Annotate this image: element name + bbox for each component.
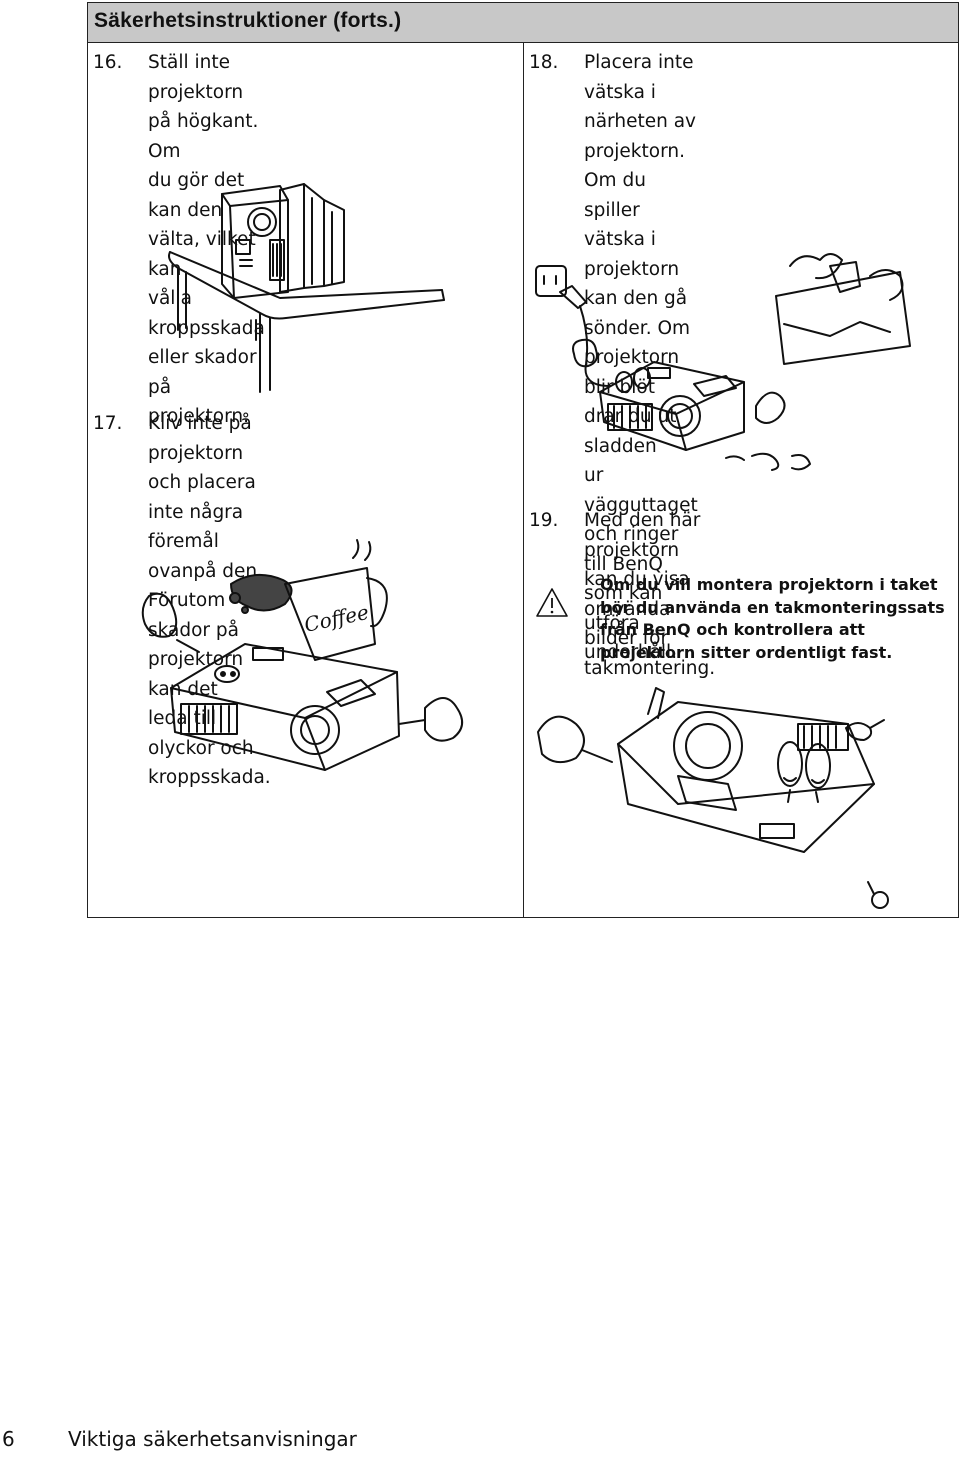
section-header: Säkerhetsinstruktioner (forts.) xyxy=(88,3,958,43)
safety-instructions-box: Säkerhetsinstruktioner (forts.) xyxy=(87,2,959,918)
ceiling-mounted-projector-illustration xyxy=(537,687,889,909)
item-number: 19. xyxy=(529,510,559,531)
coffee-label: Coffee xyxy=(302,600,371,637)
projector-water-damage-illustration xyxy=(535,253,911,471)
item-number: 18. xyxy=(529,52,559,73)
column-divider xyxy=(523,43,524,917)
page-number: 6 xyxy=(2,1427,15,1451)
projector-upright-on-table-illustration xyxy=(168,183,445,393)
chapter-title: Viktiga säkerhetsanvisningar xyxy=(68,1427,357,1451)
item-text: Placera inte vätska i närheten av projek… xyxy=(584,52,698,663)
item-text: Ställ inte projektorn på högkant. Om du … xyxy=(148,52,265,427)
section-title: Säkerhetsinstruktioner (forts.) xyxy=(94,9,402,32)
item-text: Med den här projektorn kan du visa omvän… xyxy=(584,510,716,679)
projector-coffee-cup-illustration: Coffee xyxy=(141,539,464,771)
ceiling-mount-warning: Om du vill montera projektorn i taket bö… xyxy=(600,575,945,662)
item-number: 16. xyxy=(93,52,123,73)
item-number: 17. xyxy=(93,413,123,434)
warning-triangle-icon xyxy=(536,588,568,617)
item-text: Kliv inte på projektorn och placera inte… xyxy=(148,413,271,788)
